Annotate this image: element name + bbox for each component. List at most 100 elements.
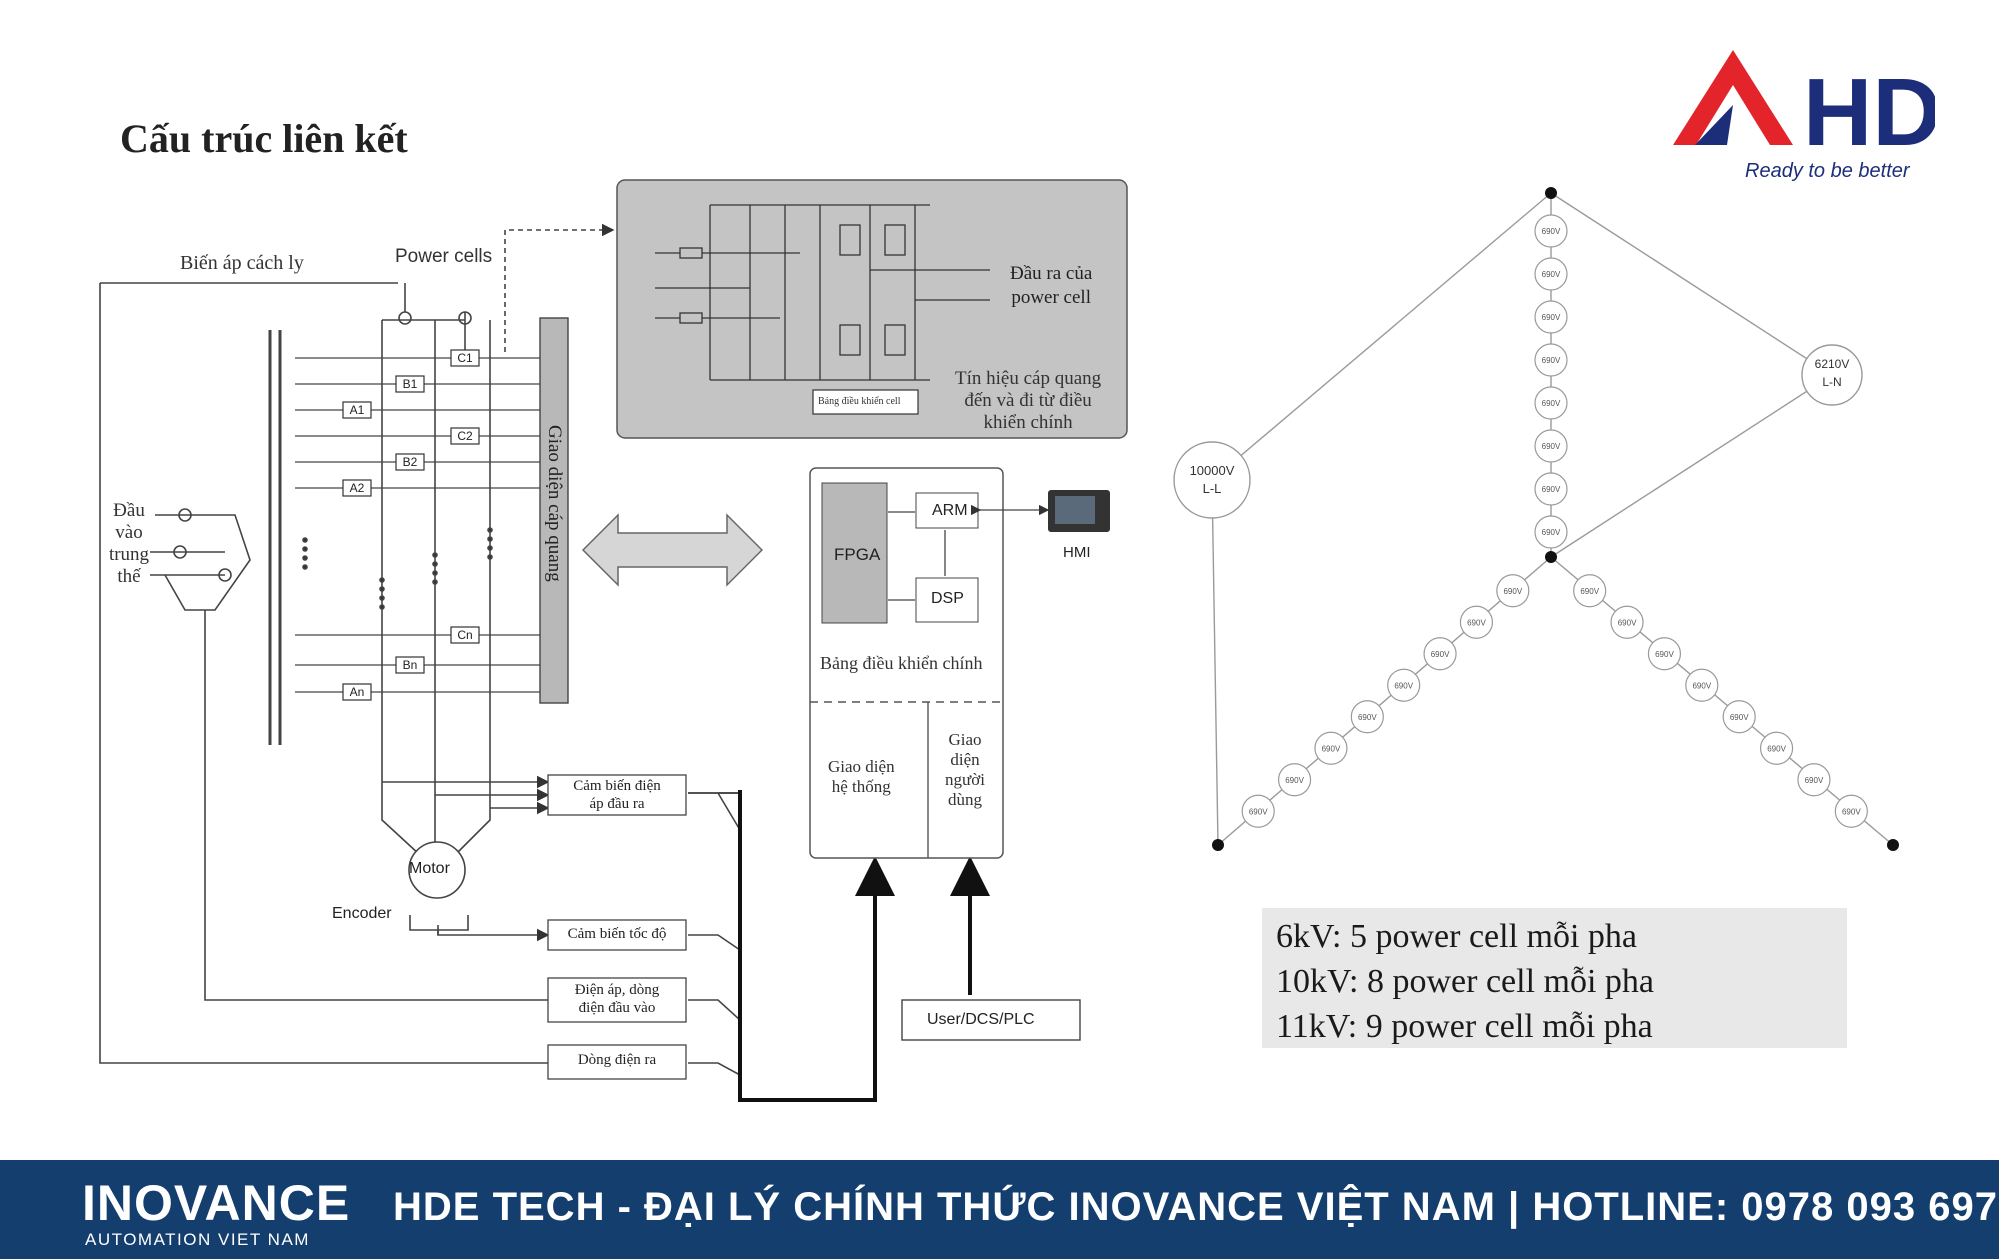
star-cell-label: 690V: [1394, 681, 1413, 690]
cell-label: B1: [402, 377, 418, 391]
cell-board-label: Bảng điều khiển cell: [818, 396, 901, 407]
sensor-box-output-current: [547, 1044, 687, 1080]
star-cell: [1685, 668, 1719, 702]
ll-node: [1173, 441, 1251, 519]
ellipsis-dot: [302, 546, 308, 552]
star-cell: [1534, 343, 1568, 377]
ahde-logo: HDE Ready to be better: [1673, 50, 1935, 182]
cell-box: [450, 427, 480, 445]
star-cell: [1534, 515, 1568, 549]
dsp-label: DSP: [931, 590, 964, 607]
dsp-box: [915, 577, 979, 623]
bidirectional-arrow: [581, 513, 764, 587]
inovance-brand: INOVANCE: [82, 1175, 351, 1231]
star-cell: [1534, 429, 1568, 463]
cell-box: [342, 479, 372, 497]
sensor-output-current-label: Dòng điện ra: [577, 1052, 657, 1068]
motor-label: Motor: [409, 860, 450, 877]
power-cell-detail-box: [616, 179, 1128, 439]
star-cell: [1241, 794, 1275, 828]
ellipsis-dot: [432, 570, 438, 576]
star-cell: [1534, 386, 1568, 420]
cell-label: A2: [349, 481, 365, 495]
logo-a-mark: [1673, 50, 1793, 145]
ellipsis-dot: [302, 564, 308, 570]
cell-box: [342, 683, 372, 701]
star-cell-label: 690V: [1431, 650, 1450, 659]
ellipsis-dot: [487, 554, 493, 560]
encoder-label: Encoder: [332, 905, 392, 922]
star-cell-label: 690V: [1730, 713, 1749, 722]
cell-board-box: [812, 389, 919, 415]
star-cell-label: 690V: [1580, 587, 1599, 596]
ellipsis-dot: [379, 577, 385, 583]
star-cell-label: 690V: [1805, 776, 1824, 785]
ln-node: [1801, 344, 1863, 406]
cell-box: [342, 401, 372, 419]
note-line-11kv: 11kV: 9 power cell mỗi pha: [1276, 1008, 1653, 1045]
star-cell: [1314, 731, 1348, 765]
star-cell: [1459, 605, 1494, 639]
star-cell-label: 690V: [1322, 744, 1341, 753]
star-cell-label: 690V: [1358, 713, 1377, 722]
cell-box: [450, 349, 480, 367]
ellipsis-dot: [302, 555, 308, 561]
ellipsis-dot: [432, 579, 438, 585]
star-cell-label: 690V: [1467, 618, 1486, 627]
logo-hde-text: HDE: [1803, 59, 1935, 166]
star-cell-label: 690V: [1655, 650, 1674, 659]
star-cell-label: 690V: [1542, 313, 1561, 322]
star-cell-label: 690V: [1542, 399, 1561, 408]
cell-label: C2: [457, 429, 473, 443]
footer-bar: INOVANCE AUTOMATION VIET NAM HDE TECH - …: [0, 1160, 1999, 1259]
ellipsis-dot: [302, 537, 308, 543]
cell-label: Cn: [457, 628, 473, 642]
user-dcs-label: User/DCS/PLC: [927, 1011, 1035, 1028]
star-cell-label: 690V: [1503, 587, 1522, 596]
ellipsis-dot: [487, 527, 493, 533]
star-cell-label: 690V: [1542, 270, 1561, 279]
star-cell: [1610, 605, 1644, 639]
star-cell: [1534, 300, 1568, 334]
sensor-box-output-voltage: [547, 774, 687, 816]
user-dcs-box: [901, 999, 1081, 1041]
star-cell-label: 690V: [1285, 776, 1304, 785]
cell-label: An: [349, 685, 365, 699]
cell-label: A1: [349, 403, 365, 417]
hmi-label: HMI: [1063, 544, 1091, 561]
ellipsis-dot: [379, 586, 385, 592]
cell-box: [395, 656, 425, 674]
star-cell: [1647, 637, 1682, 671]
note-line-6kv: 6kV: 5 power cell mỗi pha: [1276, 918, 1638, 955]
star-cell: [1496, 574, 1530, 608]
star-cell: [1534, 214, 1568, 248]
power-cells-label: Power cells: [395, 246, 493, 267]
star-cell-label: 690V: [1249, 807, 1268, 816]
star-cell-label: 690V: [1542, 485, 1561, 494]
footer-hotline: HDE TECH - ĐẠI LÝ CHÍNH THỨC INOVANCE VI…: [393, 1185, 1998, 1229]
star-cell: [1759, 731, 1794, 765]
star-cell: [1722, 700, 1756, 734]
fiber-interface-bar: [539, 317, 569, 704]
ellipsis-dot: [379, 595, 385, 601]
star-cell-label: 690V: [1692, 681, 1711, 690]
cell-box: [395, 375, 425, 393]
motor-symbol: [408, 841, 466, 899]
star-cell: [1277, 763, 1312, 797]
star-cell: [1834, 794, 1868, 828]
logo-a-accent: [1695, 105, 1733, 145]
ellipsis-dot: [379, 604, 385, 610]
transformer-label: Biến áp cách ly: [180, 252, 304, 274]
star-cell-label: 690V: [1542, 442, 1561, 451]
star-cell-label: 690V: [1842, 807, 1861, 816]
topology-diagram: 690V 690V 690V 690V 690V 690V 690V 690V 690V 690V…: [99, 179, 1899, 1102]
ellipsis-dot: [432, 561, 438, 567]
